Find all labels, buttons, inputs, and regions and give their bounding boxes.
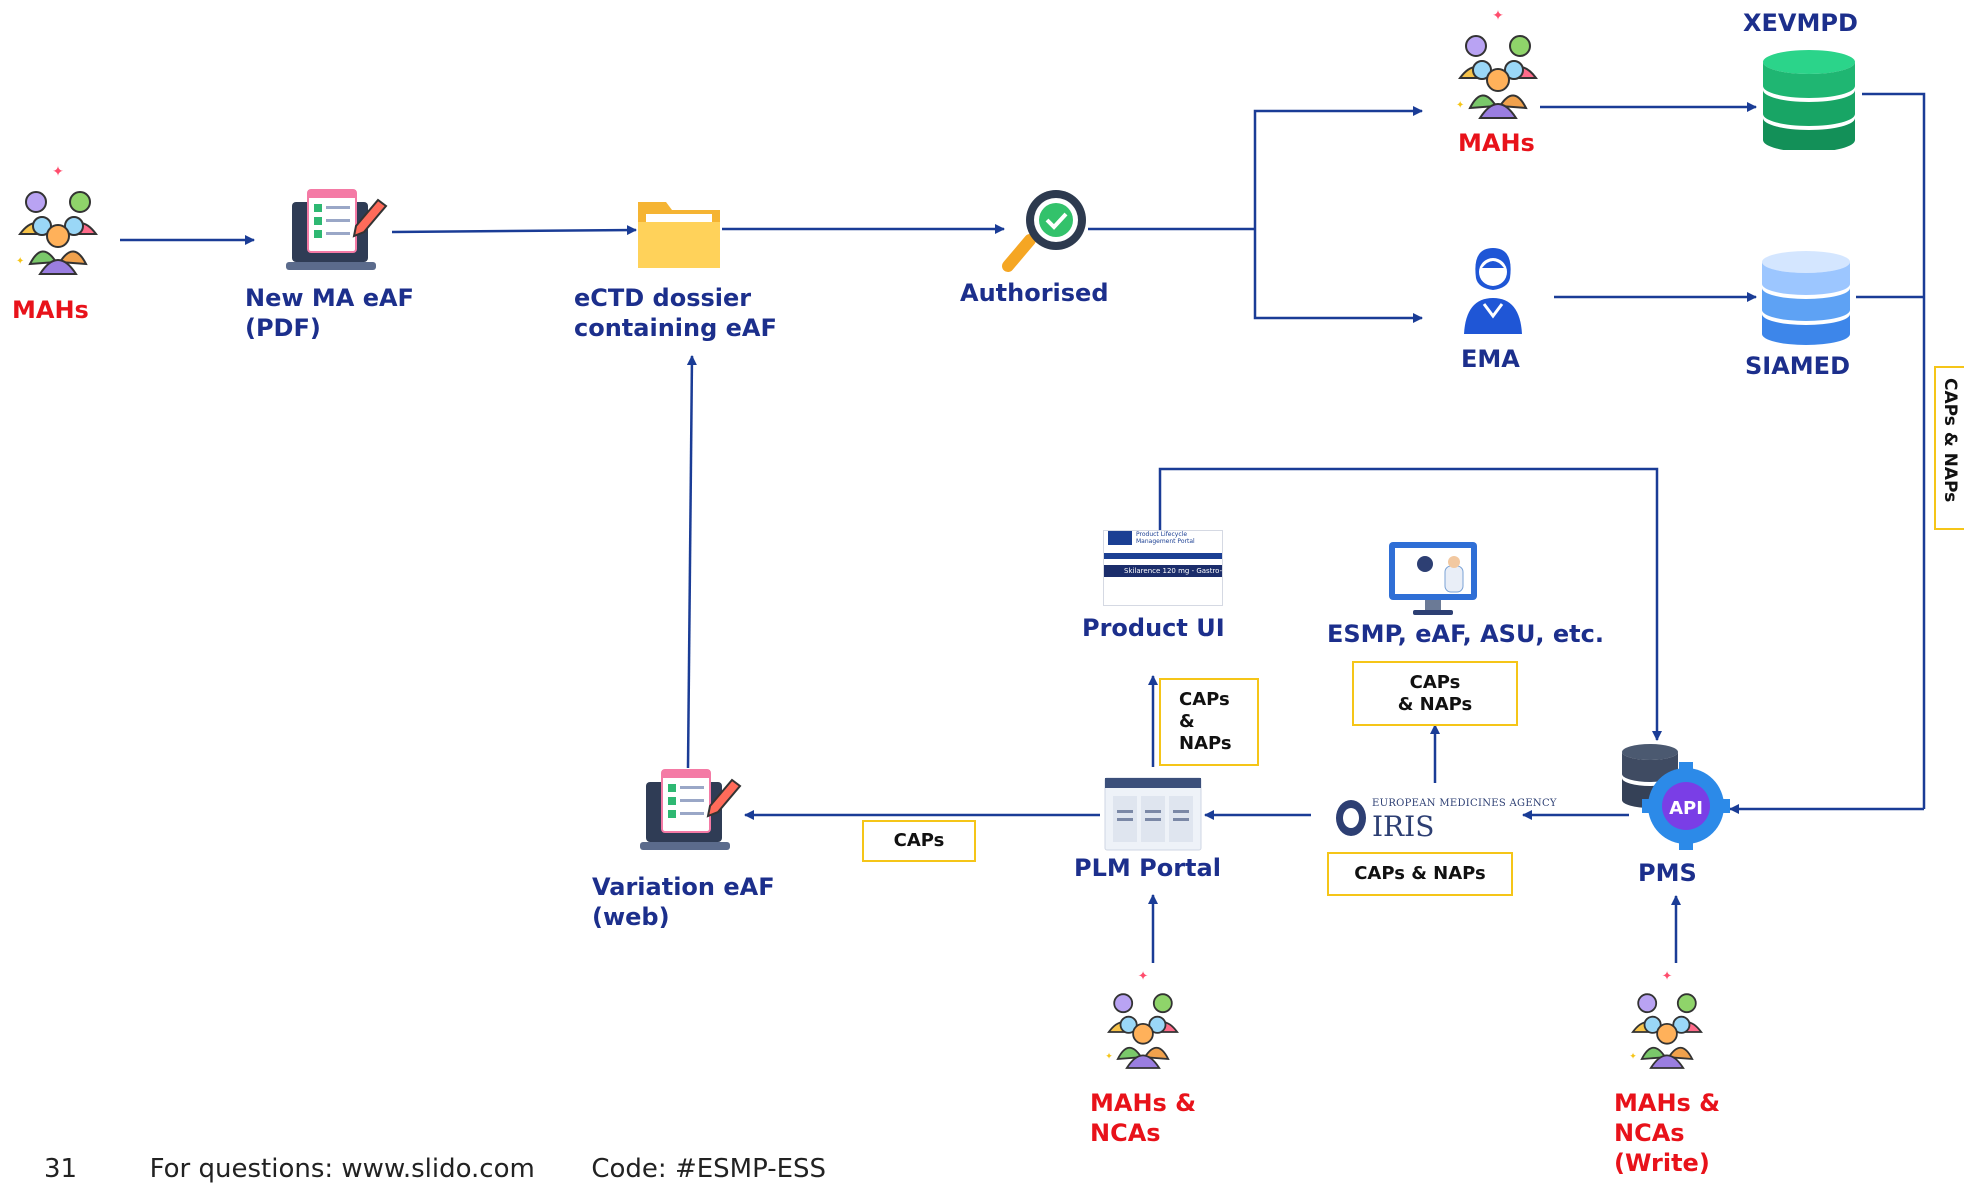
laptop-checklist-icon [286, 189, 388, 270]
label-esmp: ESMP, eAF, ASU, etc. [1327, 620, 1604, 648]
svg-text:✦: ✦ [1492, 8, 1504, 24]
arrow-product-ui-to-pms [1158, 467, 1662, 741]
footer-code: Code: #ESMP-ESS [591, 1154, 827, 1184]
people-group-icon: ✦ ✦ [1456, 8, 1538, 119]
monitor-doctor-icon [1389, 542, 1477, 615]
product-ui-title-2: Management Portal [1136, 538, 1195, 545]
label-authorised: Authorised [960, 279, 1109, 307]
product-ui-screenshot: Product Lifecycle Management Portal Skil… [1103, 530, 1223, 606]
caps-plm-variation-box: CAPs [862, 820, 976, 862]
caps-naps-esmp-line2: & NAPs [1397, 693, 1473, 715]
caps-naps-vertical-text: CAPs & NAPs [1940, 378, 1960, 503]
caps-plm-variation-text: CAPs [893, 830, 945, 851]
people-group-icon: ✦ ✦ [1629, 968, 1703, 1069]
label-mahs-ncas-pms: MAHs & NCAs (Write) [1614, 1088, 1720, 1178]
product-ui-title-1: Product Lifecycle [1136, 531, 1188, 538]
label-plm-portal: PLM Portal [1074, 854, 1221, 882]
browser-window-icon [1104, 777, 1202, 851]
label-mahs-ncas-plm: MAHs & NCAs [1090, 1088, 1196, 1148]
iris-agency-text: EUROPEAN MEDICINES AGENCY [1372, 798, 1557, 809]
arrow-branch-to-mahs [1253, 106, 1423, 229]
caps-naps-vertical-box: CAPs & NAPs [1934, 366, 1964, 530]
label-new-ma-eaf: New MA eAF (PDF) [245, 283, 414, 343]
label-product-ui: Product UI [1082, 614, 1225, 642]
svg-text:✦: ✦ [16, 256, 24, 267]
caps-naps-product-box: CAPs & NAPs [1159, 678, 1259, 766]
magnifier-check-icon [1002, 190, 1086, 272]
caps-naps-esmp-line1: CAPs [1409, 671, 1461, 693]
database-green-icon [1763, 50, 1855, 150]
product-ui-banner: Skilarence 120 mg - Gastro-re [1104, 565, 1222, 577]
caps-naps-esmp-box: CAPs & NAPs [1352, 661, 1518, 726]
label-ectd-line2: containing eAF [574, 314, 777, 342]
iris-logo-icon [1336, 800, 1366, 836]
label-ectd-dossier: eCTD dossier containing eAF [574, 283, 777, 343]
svg-text:✦: ✦ [1456, 100, 1464, 111]
label-variation-eaf: Variation eAF (web) [592, 872, 775, 932]
people-group-icon: ✦ ✦ [1105, 968, 1179, 1069]
caps-naps-product-line3: NAPs [1179, 733, 1232, 754]
label-mahs-ncas-pms-line3: (Write) [1614, 1149, 1710, 1177]
caps-naps-iris-text: CAPs & NAPs [1354, 863, 1486, 884]
product-ui-nav [1104, 553, 1222, 559]
label-siamed: SIAMED [1745, 352, 1850, 380]
footer: 31 For questions: www.slido.com Code: #E… [44, 1154, 826, 1184]
database-gear-api-icon: API [1622, 744, 1730, 850]
database-blue-icon [1762, 251, 1850, 345]
footer-questions: For questions: www.slido.com [149, 1154, 535, 1184]
laptop-checklist-icon [640, 769, 742, 850]
svg-text:✦: ✦ [1105, 1052, 1113, 1062]
caps-naps-product-line1: CAPs [1179, 689, 1230, 710]
label-xevmpd: XEVMPD [1743, 9, 1858, 37]
label-mahs-ncas-plm-line1: MAHs & [1090, 1089, 1197, 1117]
label-mahs-ncas-pms-line2: NCAs [1614, 1119, 1685, 1147]
people-group-icon: ✦ ✦ [16, 164, 98, 275]
label-mahs-ncas-pms-line1: MAHs & [1614, 1089, 1721, 1117]
svg-text:✦: ✦ [1629, 1052, 1637, 1062]
arrow-variation-to-ectd [686, 355, 697, 769]
label-variation-line2: (web) [592, 903, 670, 931]
svg-text:✦: ✦ [1662, 968, 1673, 983]
label-new-ma-eaf-line1: New MA eAF [245, 284, 414, 312]
label-ema: EMA [1461, 345, 1520, 373]
svg-text:✦: ✦ [1138, 968, 1149, 983]
label-mahs-left: MAHs [12, 296, 89, 324]
label-pms: PMS [1638, 859, 1697, 887]
iris-name-text: IRIS [1372, 810, 1435, 843]
label-ectd-line1: eCTD dossier [574, 284, 752, 312]
svg-text:✦: ✦ [52, 164, 64, 180]
arrow-branch-to-ema [1253, 229, 1423, 323]
label-mahs-ncas-plm-line2: NCAs [1090, 1119, 1161, 1147]
line-xevmpd-to-bus [1862, 92, 1926, 809]
footer-page-number: 31 [44, 1154, 78, 1184]
caps-naps-iris-box: CAPs & NAPs [1327, 852, 1513, 896]
label-new-ma-eaf-line2: (PDF) [245, 314, 321, 342]
label-variation-line1: Variation eAF [592, 873, 775, 901]
person-icon [1464, 248, 1522, 334]
pms-api-text: API [1669, 798, 1703, 819]
caps-naps-product-line2: & [1179, 711, 1195, 732]
folder-icon [638, 202, 720, 268]
eu-flag-icon [1108, 531, 1132, 545]
arrow-new-ma-eaf-to-ectd [391, 225, 637, 236]
iris-logo: EUROPEAN MEDICINES AGENCY IRIS [1330, 788, 1557, 848]
label-mahs-top: MAHs [1458, 129, 1535, 157]
